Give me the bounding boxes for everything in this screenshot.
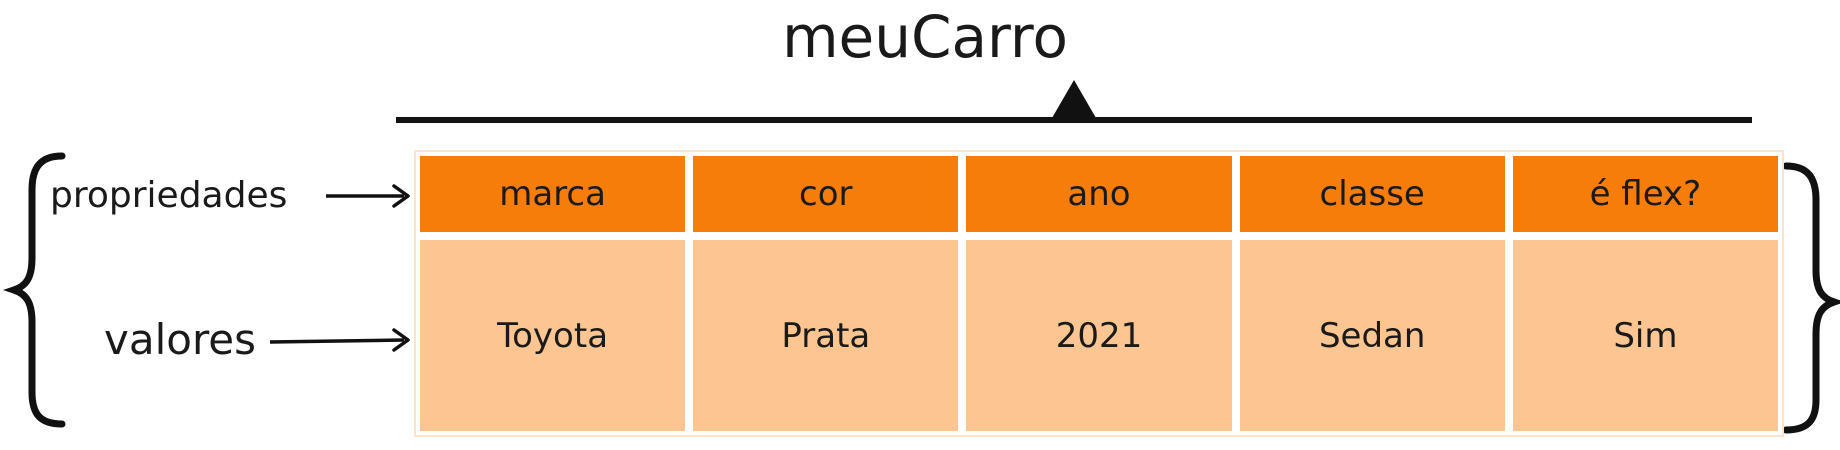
value-cell-ano: 2021 [962,236,1236,435]
value-cell-cor: Prata [689,236,963,435]
left-brace-icon [2,152,66,428]
object-table: marca cor ano classe é flex? Toyota Prat… [416,152,1782,435]
value-cell-marca: Toyota [416,236,690,435]
object-title: meuCarro [782,3,1068,71]
property-cell-marca: marca [416,152,690,236]
values-arrow [269,338,405,344]
property-cell-ano: ano [962,152,1236,236]
pointer-triangle-icon [1052,80,1096,118]
properties-arrowhead-icon [392,184,410,208]
right-brace-icon [1782,162,1840,434]
value-cell-e-flex: Sim [1508,236,1782,435]
property-cell-classe: classe [1235,152,1509,236]
values-arrowhead-icon [392,328,410,352]
property-cell-e-flex: é flex? [1508,152,1782,236]
values-label: valores [104,315,257,364]
properties-label: propriedades [50,175,288,216]
property-cell-cor: cor [689,152,963,236]
value-cell-classe: Sedan [1235,236,1509,435]
